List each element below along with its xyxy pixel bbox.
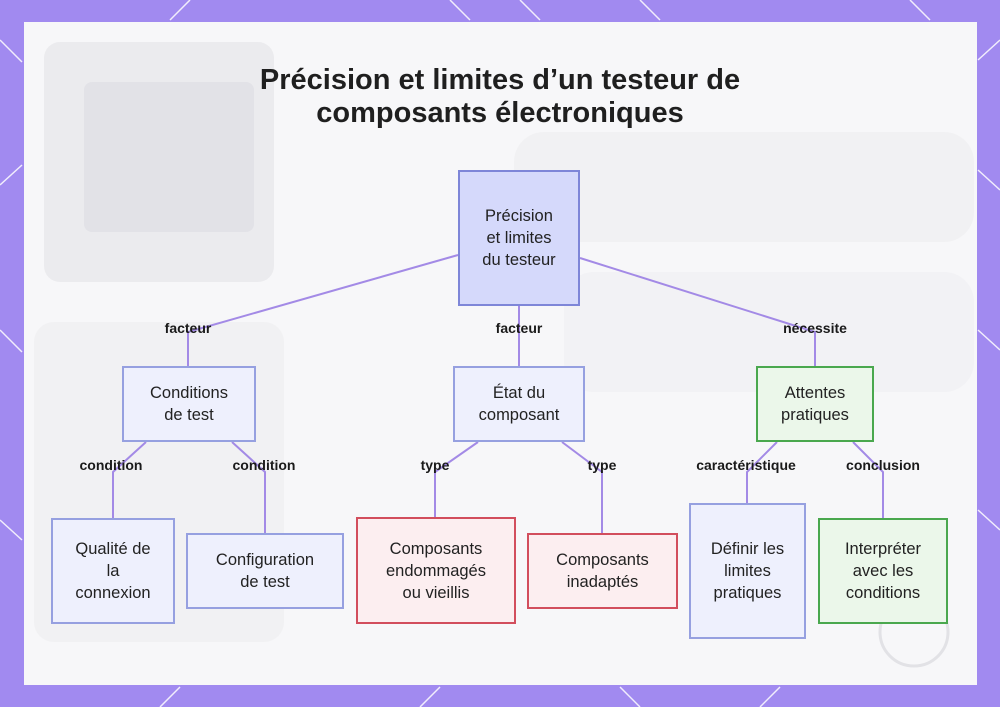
node-definir-line-2: limites — [724, 562, 771, 580]
edge-label-etat-endommages: type — [420, 457, 450, 473]
edge-conditions-configuration — [231, 441, 266, 533]
edge-etat-endommages — [434, 441, 479, 517]
node-configuration: Configuration de test — [186, 533, 344, 609]
edge-root-attentes — [579, 257, 816, 366]
node-etat-line-2: composant — [478, 406, 560, 424]
edge-etat-inadaptes — [561, 441, 603, 533]
node-endommages-line-1: Composants — [389, 539, 483, 558]
node-etat: État du composant — [453, 366, 585, 442]
node-attentes-line-1: Attentes — [784, 384, 846, 402]
edge-root-conditions — [187, 254, 459, 366]
node-inadaptes-line-2: inadaptés — [566, 573, 639, 591]
node-root: Précision et limites du testeur — [458, 170, 580, 306]
node-root-line-2: et limites — [486, 229, 552, 247]
node-inadaptes: Composants inadaptés — [527, 533, 678, 609]
node-endommages: Composants endommagés ou vieillis — [356, 517, 516, 624]
node-endommages-line-2: endommagés — [386, 561, 486, 580]
edge-label-conditions-qualite: condition — [79, 457, 143, 473]
node-interpreter: Interpréter avec les conditions — [818, 518, 948, 624]
node-qualite-line-3: connexion — [75, 584, 151, 602]
node-qualite: Qualité de la connexion — [51, 518, 175, 624]
node-conditions-line-1: Conditions — [150, 384, 228, 402]
edge-label-root-attentes: nécessite — [783, 320, 847, 336]
edge-label-attentes-interpreter: conclusion — [846, 457, 920, 473]
node-root-line-1: Précision — [485, 207, 553, 225]
node-definir-line-3: pratiques — [713, 584, 782, 602]
node-attentes: Attentes pratiques — [756, 366, 874, 442]
diagram-title: Précision et limites d’un testeur de com… — [150, 64, 850, 130]
node-definir: Définir les limites pratiques — [689, 503, 806, 639]
node-inadaptes-line-1: Composants — [556, 551, 649, 569]
node-etat-line-1: État du — [492, 384, 546, 402]
node-root-line-3: du testeur — [482, 251, 556, 269]
edge-label-conditions-configuration: condition — [232, 457, 296, 473]
title-line-2: composants électroniques — [316, 97, 684, 129]
title-line-1: Précision et limites d’un testeur de — [259, 64, 741, 96]
node-qualite-line-1: Qualité de — [75, 540, 151, 558]
node-conditions-line-2: de test — [164, 406, 214, 424]
edge-attentes-definir — [746, 441, 778, 503]
node-interpreter-line-2: avec les — [852, 562, 914, 580]
edge-label-root-conditions: facteur — [164, 320, 212, 336]
edge-conditions-qualite — [112, 441, 147, 518]
node-configuration-line-1: Configuration — [215, 551, 315, 569]
node-interpreter-line-3: conditions — [845, 584, 921, 602]
node-interpreter-line-1: Interpréter — [844, 540, 922, 558]
edge-label-attentes-definir: caractéristique — [696, 457, 796, 473]
edge-attentes-interpreter — [852, 441, 884, 518]
node-conditions: Conditions de test — [122, 366, 256, 442]
edge-label-root-etat: facteur — [495, 320, 543, 336]
node-configuration-line-2: de test — [240, 573, 290, 591]
edge-label-etat-inadaptes: type — [587, 457, 617, 473]
node-definir-line-1: Définir les — [710, 540, 785, 558]
node-qualite-line-2: la — [106, 562, 120, 580]
node-attentes-line-2: pratiques — [781, 406, 849, 424]
node-endommages-line-3: ou vieillis — [402, 583, 470, 602]
